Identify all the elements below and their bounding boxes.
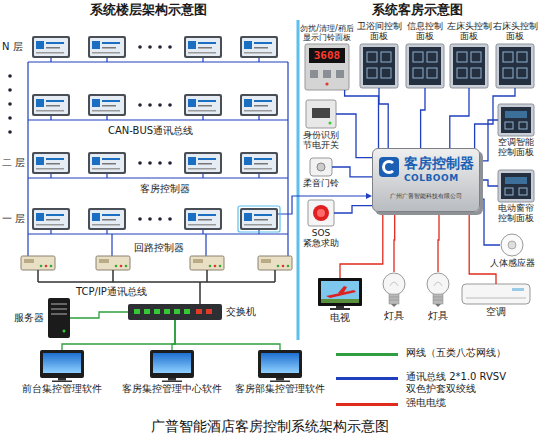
- device-label: 服务器: [14, 312, 44, 324]
- pc-monitor: 前台集控管理软件: [40, 350, 84, 382]
- floor-label: 一 层: [2, 213, 25, 225]
- device-label: 客房部集控管理软件: [235, 384, 325, 395]
- control-panel: 卫浴间控制 面板: [360, 44, 398, 88]
- device-label: 交换机: [226, 306, 256, 318]
- connector-line: [340, 212, 383, 278]
- device-label: 客房集控管理中心软件: [122, 384, 222, 395]
- brand-name: COLBOOM: [404, 172, 474, 184]
- connector-line: [334, 206, 372, 213]
- legend-text: 网线（五类八芯网线）: [406, 347, 506, 359]
- legend-swatch: [336, 353, 398, 356]
- section-title: 系统楼层架构示意图: [90, 2, 207, 18]
- section-title: 系统客房示意图: [372, 2, 463, 18]
- device-label: 电动窗帘 控制面板: [497, 204, 535, 224]
- motion-sensor: 人体感应器: [500, 234, 524, 256]
- switch-icon: 交换机: [128, 304, 222, 320]
- connector-line: [379, 88, 388, 148]
- device-label: 柔音门铃: [303, 178, 339, 188]
- device-label: 左床头控制 面板: [447, 22, 492, 42]
- lamp-icon: 灯具: [426, 272, 450, 308]
- connector-line: [469, 212, 496, 284]
- logo-mark: [379, 157, 399, 177]
- doorbell: 柔音门铃: [310, 158, 332, 176]
- device-label: 空调: [486, 306, 506, 318]
- ac-control-panel: 空调智能 控制面板: [498, 104, 534, 136]
- device-label: SOS 紧急求助: [301, 228, 341, 249]
- device-label: 空调智能 控制面板: [497, 138, 535, 158]
- device-label: 身份识别 节电开关: [301, 130, 341, 151]
- connector-line: [336, 114, 372, 158]
- door-display-panel: 勿扰/清理/稍后 显示门铃面板3608: [305, 44, 349, 90]
- floor-label: N 层: [2, 41, 23, 53]
- connector-line: [438, 212, 439, 272]
- control-panel: 左床头控制 面板: [450, 44, 488, 88]
- connector-line: [393, 212, 395, 272]
- device-label: 信息控制 面板: [403, 22, 448, 42]
- device-label: 右床头控制 面板: [493, 22, 538, 42]
- device-label: 电视: [330, 312, 350, 324]
- bus-label: CAN-BUS通讯总线: [108, 125, 193, 137]
- controller-title: 客房控制器: [404, 154, 474, 172]
- pc-monitor: 客房部集控管理软件: [258, 350, 302, 382]
- air-conditioner: 空调: [462, 284, 530, 304]
- diagram-caption: 广普智能酒店客房控制系统架构示意图: [0, 418, 540, 435]
- connector-line: [480, 199, 500, 245]
- connector-line: [480, 180, 498, 186]
- pc-monitor: 客房集控管理中心软件: [150, 350, 194, 382]
- control-panel: 右床头控制 面板: [496, 44, 534, 88]
- connector-line: [175, 320, 280, 350]
- sos-button: SOS 紧急求助: [308, 200, 334, 226]
- legend-text: 强电电缆: [406, 397, 446, 409]
- connector-line: [450, 88, 469, 148]
- device-callout: 客房控制器: [140, 183, 190, 195]
- curtain-control-panel: 电动窗帘 控制面板: [498, 170, 534, 202]
- connector-line: [421, 88, 425, 148]
- tv-icon: 电视: [318, 278, 362, 310]
- device-label: 勿扰/清理/稍后 显示门铃面板: [299, 24, 355, 42]
- legend-swatch: [336, 377, 398, 380]
- logo-ring: [382, 160, 396, 174]
- bus-label: TCP/IP通讯总线: [76, 286, 147, 298]
- id-card-switch: 身份识别 节电开关: [306, 100, 336, 128]
- connector-line: [345, 90, 379, 148]
- server-icon: 服务器: [48, 298, 70, 338]
- device-label: 人体感应器: [490, 258, 535, 268]
- device-callout: 回路控制器: [134, 242, 184, 254]
- legend-text: 通讯总线 2*1.0 RVSV 双色护套双绞线: [406, 371, 514, 395]
- device-label: 卫浴间控制 面板: [357, 22, 402, 42]
- company-name: 广州广普智能科技有限公司: [378, 192, 474, 200]
- lcd-digits: 3608: [309, 48, 345, 63]
- device-label: 灯具: [384, 310, 404, 322]
- room-controller: 客房控制器COLBOOM 广州广普智能科技有限公司: [372, 148, 480, 212]
- legend-swatch: [336, 403, 398, 406]
- connector-line: [332, 167, 372, 177]
- device-label: 灯具: [428, 310, 448, 322]
- floor-label: 二 层: [2, 157, 25, 169]
- connector-line: [480, 120, 498, 161]
- control-panel: 信息控制 面板: [406, 44, 444, 88]
- lamp-icon: 灯具: [382, 272, 406, 308]
- device-label: 前台集控管理软件: [22, 384, 102, 395]
- connector-line: [62, 320, 175, 350]
- connector-line: [70, 312, 128, 318]
